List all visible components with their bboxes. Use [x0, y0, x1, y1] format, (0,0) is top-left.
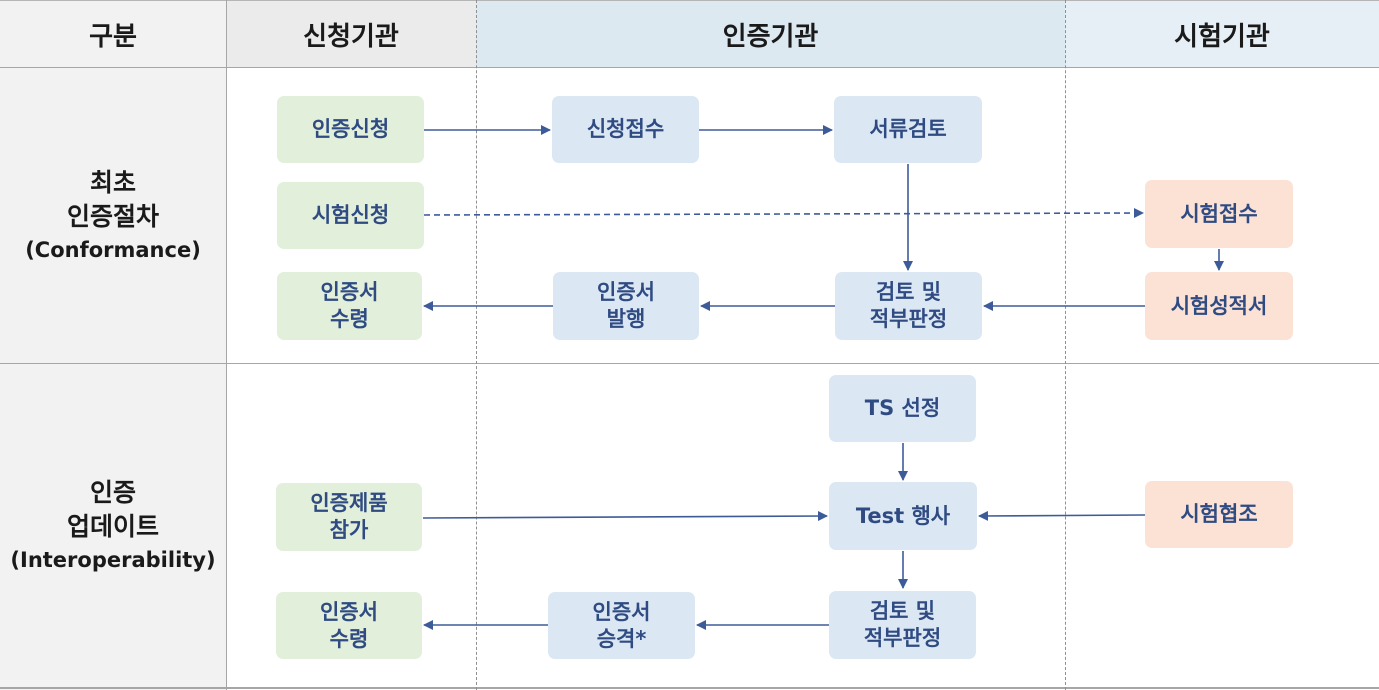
test-report-box: 시험성적서	[1145, 272, 1293, 340]
receipt-box: 신청접수	[552, 96, 699, 163]
test-receipt-box: 시험접수	[1145, 180, 1293, 248]
cert-upgrade-box: 인증서 승격*	[548, 592, 695, 659]
column-divider-3	[1065, 0, 1066, 690]
doc-review-box: 서류검토	[834, 96, 982, 163]
cert-apply-box: 인증신청	[277, 96, 424, 163]
test-apply-box: 시험신청	[277, 182, 424, 249]
row-label-line1: 최초	[89, 167, 136, 197]
header-band-testing	[1065, 0, 1379, 68]
header-applicant: 신청기관	[303, 21, 399, 52]
test-coop-box: 시험협조	[1145, 481, 1293, 548]
review-judge-box-1: 검토 및 적부판정	[835, 272, 982, 340]
review-judge-box-2: 검토 및 적부판정	[829, 591, 976, 659]
column-divider-2	[476, 0, 477, 690]
header-band-applicant	[226, 0, 476, 68]
row-label-interop: 인증 업데이트 (Interoperability)	[0, 364, 226, 687]
arrow-test-apply-to-test-receipt	[423, 208, 1144, 219]
row-label-line3: (Interoperability)	[10, 547, 216, 572]
header-testing: 시험기관	[1174, 21, 1270, 52]
header-band-category	[0, 0, 226, 68]
ts-select-box: TS 선정	[829, 375, 976, 442]
row-label-line2: 업데이트	[66, 511, 159, 541]
cert-product-box: 인증제품 참가	[276, 483, 422, 551]
row-divider	[0, 363, 1379, 364]
header-certification: 인증기관	[722, 21, 819, 52]
column-divider-1	[226, 0, 227, 690]
cert-issue-box: 인증서 발행	[553, 272, 699, 340]
row-label-line3: (Conformance)	[25, 237, 201, 262]
test-event-box: Test 행사	[829, 482, 977, 550]
top-border	[0, 0, 1379, 1]
header-band-certification	[476, 0, 1065, 68]
cert-receive-box-2: 인증서 수령	[276, 592, 422, 659]
row-label-conformance: 최초 인증절차 (Conformance)	[0, 68, 226, 363]
row-label-column	[0, 68, 226, 690]
header-category: 구분	[89, 21, 137, 52]
header-divider	[0, 67, 1379, 68]
arrow-product-to-event	[422, 511, 828, 522]
bottom-border	[0, 687, 1379, 689]
row-label-line1: 인증	[89, 477, 136, 507]
cert-receive-box-1: 인증서 수령	[277, 272, 422, 340]
row-label-line2: 인증절차	[66, 201, 159, 231]
arrow-coop-to-event	[978, 510, 1146, 521]
